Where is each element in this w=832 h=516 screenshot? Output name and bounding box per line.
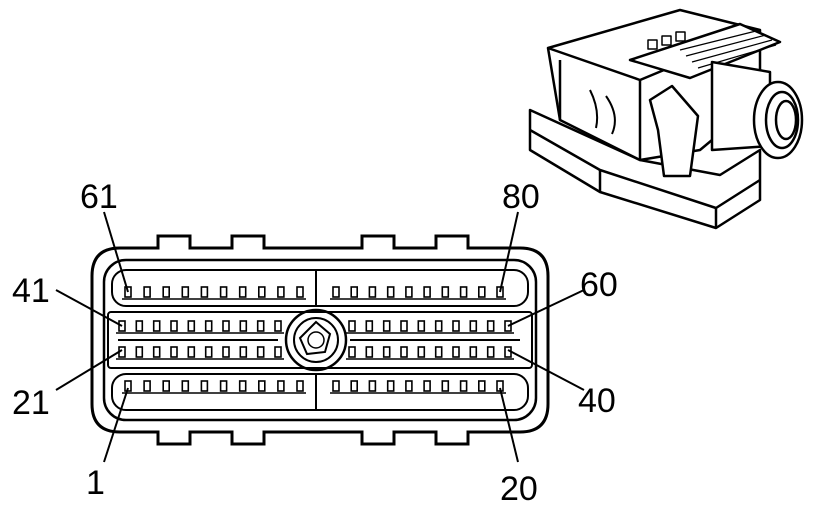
pin-cavity — [405, 380, 413, 392]
pin-cavity — [400, 346, 408, 358]
pin-cavity — [423, 380, 431, 392]
pin-cavity — [350, 380, 359, 392]
pin-cavity — [486, 320, 495, 332]
pin-cavity — [350, 286, 359, 298]
pin-row-21-40 — [116, 346, 514, 360]
pin-cavity — [441, 380, 450, 392]
connector-face — [90, 234, 550, 446]
bottom-divider — [111, 373, 529, 411]
pin-cavity — [219, 286, 228, 298]
pin-cavity — [277, 286, 285, 298]
pin-cavity — [204, 346, 213, 358]
pin-cavity — [417, 320, 426, 332]
connector-inner-housing — [102, 258, 538, 422]
pin-cavity — [200, 286, 209, 298]
pin-cavity — [368, 380, 377, 392]
pin-cavity — [257, 286, 266, 298]
pin-cavity — [469, 346, 478, 358]
pin-cavity — [382, 346, 391, 358]
pin-label-41: 41 — [12, 272, 50, 310]
pin-cavity — [459, 380, 468, 392]
pin-cavity — [257, 380, 266, 392]
pin-cavity — [162, 380, 170, 392]
pin-cavity — [477, 286, 486, 298]
pin-cavity — [152, 346, 161, 358]
pin-cavity — [219, 380, 228, 392]
pin-label-21: 21 — [12, 384, 50, 422]
pin-label-80: 80 — [502, 178, 540, 216]
pin-cavity — [365, 346, 374, 358]
pin-label-61: 61 — [80, 178, 118, 216]
pin-cavity — [382, 320, 391, 332]
pin-cavity — [181, 380, 190, 392]
pin-cavity — [386, 380, 395, 392]
connector-isometric-illustration — [528, 8, 804, 230]
pin-cavity — [365, 320, 374, 332]
pin-cavity — [135, 320, 144, 332]
pin-cavity — [256, 346, 265, 358]
pin-cavity — [469, 320, 478, 332]
pin-label-40: 40 — [578, 382, 616, 420]
pin-cavity — [238, 380, 247, 392]
pin-cavity — [238, 286, 247, 298]
pin-cavity — [143, 286, 151, 298]
pin-row-61-80 — [122, 286, 506, 300]
connector-outer-housing — [90, 234, 550, 446]
pin-cavity — [441, 286, 450, 298]
pin-cavity — [417, 346, 426, 358]
pin-label-60: 60 — [580, 266, 618, 304]
pin-cavity — [222, 320, 230, 332]
pin-cavity — [348, 320, 356, 332]
pin-cavity — [486, 346, 495, 358]
pin-cavity — [187, 346, 196, 358]
top-divider — [111, 269, 529, 307]
pin-label-20: 20 — [500, 470, 538, 508]
pin-cavity — [423, 286, 431, 298]
pin-cavity — [274, 346, 282, 358]
pin-cavity — [296, 286, 304, 298]
pin-cavity — [274, 320, 282, 332]
pin-cavity — [452, 346, 460, 358]
pin-label-1: 1 — [86, 464, 105, 502]
pin-cavity — [386, 286, 395, 298]
pin-cavity — [181, 286, 190, 298]
pin-cavity — [135, 346, 144, 358]
pin-cavity — [143, 380, 151, 392]
pin-cavity — [434, 320, 443, 332]
pin-cavity — [477, 380, 486, 392]
pin-cavity — [452, 320, 460, 332]
pin-cavity — [332, 286, 340, 298]
pin-cavity — [239, 320, 248, 332]
center-jackscrew — [284, 308, 348, 372]
pin-cavity — [204, 320, 213, 332]
pin-cavity — [368, 286, 377, 298]
pin-cavity — [170, 320, 178, 332]
pin-cavity — [332, 380, 340, 392]
pin-cavity — [239, 346, 248, 358]
pin-cavity — [162, 286, 170, 298]
pin-cavity — [405, 286, 413, 298]
pin-cavity — [187, 320, 196, 332]
pin-cavity — [296, 380, 304, 392]
pin-cavity — [400, 320, 408, 332]
pin-cavity — [222, 346, 230, 358]
pin-row-41-60 — [116, 320, 514, 334]
middle-rows-frame — [107, 311, 533, 369]
pin-cavity — [277, 380, 285, 392]
pin-cavity — [170, 346, 178, 358]
pin-cavity — [152, 320, 161, 332]
pin-cavity — [434, 346, 443, 358]
leader-lines — [55, 211, 585, 463]
pin-cavity — [459, 286, 468, 298]
pin-cavity — [348, 346, 356, 358]
pin-cavity — [200, 380, 209, 392]
pin-row-1-20 — [122, 380, 506, 394]
pin-cavity — [256, 320, 265, 332]
